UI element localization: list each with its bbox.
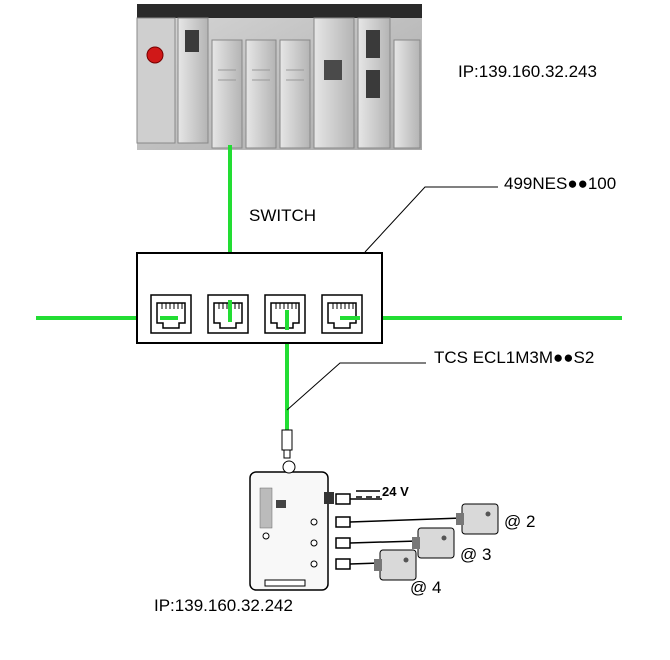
power-button-icon [146, 46, 164, 64]
plc-ip-label: IP:139.160.32.243 [458, 62, 597, 81]
device-address-label: @ 4 [410, 578, 442, 597]
switch-title-label: SWITCH [249, 206, 317, 225]
ethernet-switch [136, 252, 383, 344]
plc-rack [136, 4, 422, 150]
rj45-port-icon [321, 294, 363, 334]
sensor-device-3 [412, 527, 455, 559]
device-address-label: @ 2 [504, 512, 536, 531]
hub-connectors [335, 493, 463, 570]
io-hub [249, 460, 334, 591]
hub-ip-label: IP:139.160.32.242 [154, 596, 293, 615]
leader-lines [286, 186, 498, 411]
cable-reference-label: TCS ECL1M3M●●S2 [434, 348, 595, 367]
rj45-connector-icon [281, 429, 293, 459]
sensor-device-2 [456, 503, 499, 535]
device-address-label: @ 3 [460, 545, 492, 564]
switch-reference-label: 499NES●●100 [504, 174, 617, 193]
sensor-device-4 [374, 549, 417, 581]
supply-voltage-label: 24 V [382, 484, 409, 499]
rj45-port-icon [264, 294, 306, 334]
dc-supply-icon [356, 490, 380, 498]
rj45-port-icon [150, 294, 192, 334]
